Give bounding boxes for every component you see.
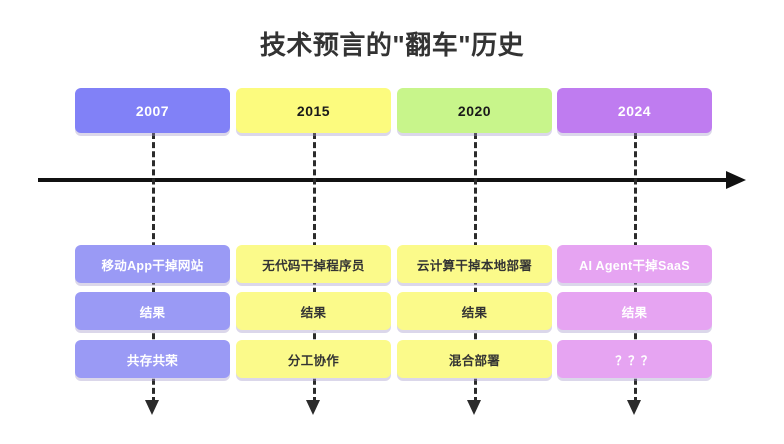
year-label: 2007 xyxy=(135,102,170,119)
timeline-axis xyxy=(38,178,728,182)
timeline-arrow-icon xyxy=(726,171,746,189)
year-badge[interactable]: 2020 xyxy=(397,88,552,133)
year-badge[interactable]: 2024 xyxy=(557,88,712,133)
result-header-box[interactable]: 结果 xyxy=(75,292,230,330)
year-badge[interactable]: 2015 xyxy=(236,88,391,133)
column-arrow-down-icon xyxy=(306,400,320,415)
prediction-label: AI Agent干掉SaaS xyxy=(579,258,690,273)
outcome-label: 混合部署 xyxy=(448,353,501,368)
result-header-box[interactable]: 结果 xyxy=(557,292,712,330)
result-header-box[interactable]: 结果 xyxy=(397,292,552,330)
year-label: 2024 xyxy=(617,102,652,119)
prediction-box[interactable]: 移动App干掉网站 xyxy=(75,245,230,283)
prediction-label: 云计算干掉本地部署 xyxy=(416,258,533,273)
result-header-label: 结果 xyxy=(300,305,327,320)
outcome-box[interactable]: 混合部署 xyxy=(397,340,552,378)
outcome-box[interactable]: 共存共荣 xyxy=(75,340,230,378)
prediction-box[interactable]: 无代码干掉程序员 xyxy=(236,245,391,283)
outcome-label: ？？？ xyxy=(615,353,654,368)
page-title: 技术预言的"翻车"历史 xyxy=(259,30,525,60)
outcome-box[interactable]: ？？？ xyxy=(557,340,712,378)
timeline-column-2007: 2007 移动App干掉网站 结果 共存共荣 xyxy=(75,0,230,444)
column-arrow-down-icon xyxy=(145,400,159,415)
column-arrow-down-icon xyxy=(467,400,481,415)
year-label: 2015 xyxy=(296,102,331,119)
timeline-column-2015: 2015 无代码干掉程序员 结果 分工协作 xyxy=(236,0,391,444)
outcome-box[interactable]: 分工协作 xyxy=(236,340,391,378)
prediction-label: 无代码干掉程序员 xyxy=(262,258,365,273)
result-header-label: 结果 xyxy=(461,305,488,320)
timeline-column-2020: 2020 云计算干掉本地部署 结果 混合部署 xyxy=(397,0,552,444)
outcome-label: 共存共荣 xyxy=(126,353,179,368)
prediction-label: 移动App干掉网站 xyxy=(101,258,204,273)
result-header-label: 结果 xyxy=(139,305,166,320)
result-header-box[interactable]: 结果 xyxy=(236,292,391,330)
result-header-label: 结果 xyxy=(621,305,648,320)
outcome-label: 分工协作 xyxy=(287,353,340,368)
prediction-box[interactable]: AI Agent干掉SaaS xyxy=(557,245,712,283)
column-arrow-down-icon xyxy=(627,400,641,415)
prediction-box[interactable]: 云计算干掉本地部署 xyxy=(397,245,552,283)
year-label: 2020 xyxy=(457,102,492,119)
timeline-column-2024: 2024 AI Agent干掉SaaS 结果 ？？？ xyxy=(557,0,712,444)
year-badge[interactable]: 2007 xyxy=(75,88,230,133)
